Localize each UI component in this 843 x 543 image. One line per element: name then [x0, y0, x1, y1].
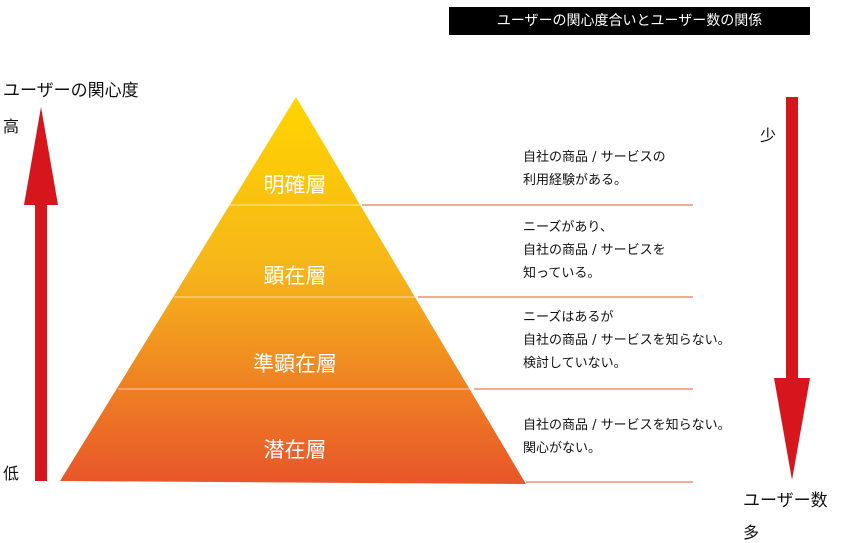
layer-name-2: 顕在層: [263, 264, 327, 288]
diagram-title: ユーザーの関心度合いとユーザー数の関係: [449, 7, 810, 35]
layer-desc-1: 自社の商品 / サービスの 利用経験がある。: [523, 146, 666, 192]
interest-low-label: 低: [3, 464, 20, 483]
users-many-label: 多: [743, 523, 760, 542]
interest-arrow-head: [24, 107, 58, 205]
pyramid: [60, 97, 526, 484]
interest-arrow-shaft: [35, 195, 47, 481]
users-arrow-shaft: [786, 97, 798, 387]
interest-high-label: 高: [3, 117, 20, 136]
layer-name-3: 準顕在層: [253, 352, 337, 376]
layer-desc-1-line-2: 利用経験がある。: [523, 173, 628, 188]
layer-desc-3-line-2: 自社の商品 / サービスを知らない。: [523, 333, 731, 348]
users-axis-label: ユーザー数: [743, 491, 828, 511]
layer-desc-4: 自社の商品 / サービスを知らない。 関心がない。: [523, 414, 731, 460]
layer-desc-3-line-3: 検討していない。: [523, 356, 627, 371]
layer-name-4: 潜在層: [263, 438, 327, 462]
layer-desc-2-line-1: ニーズがあり、: [523, 220, 613, 235]
users-arrow-head: [774, 378, 810, 480]
layer-desc-2: ニーズがあり、 自社の商品 / サービスを 知っている。: [523, 216, 666, 285]
users-few-label: 少: [760, 126, 777, 145]
layer-desc-3-line-1: ニーズはあるが: [523, 310, 614, 325]
layer-desc-3: ニーズはあるが 自社の商品 / サービスを知らない。 検討していない。: [523, 306, 731, 375]
layer-desc-2-line-2: 自社の商品 / サービスを: [523, 243, 666, 258]
interest-axis-label: ユーザーの関心度: [3, 81, 139, 101]
layer-desc-2-line-3: 知っている。: [523, 266, 601, 281]
layer-desc-4-line-1: 自社の商品 / サービスを知らない。: [523, 418, 731, 433]
layer-name-1: 明確層: [263, 173, 327, 197]
layer-desc-4-line-2: 関心がない。: [523, 441, 602, 456]
layer-desc-1-line-1: 自社の商品 / サービスの: [523, 150, 666, 165]
